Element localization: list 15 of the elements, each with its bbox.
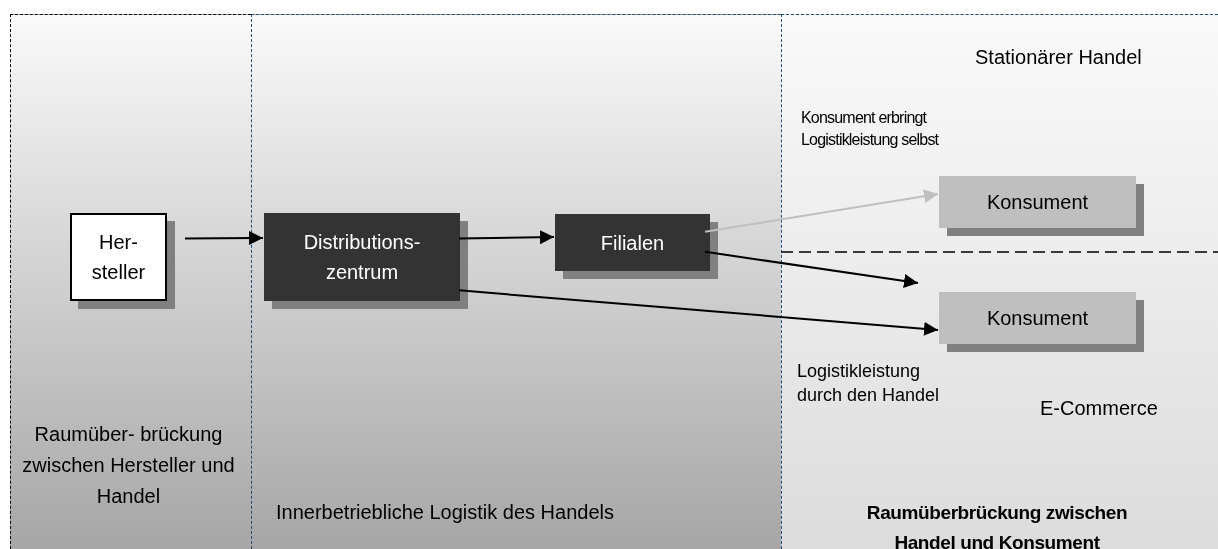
arrow — [458, 230, 555, 245]
annotation-text: Stationärer Handel — [975, 45, 1143, 70]
region-title: Raumüberbrückung zwischen Handel und Konsument — [865, 501, 1129, 549]
region-panel — [781, 14, 1218, 549]
arrow — [704, 250, 919, 288]
region-panel — [10, 14, 251, 549]
annotation-text: E-Commerce — [1040, 396, 1159, 421]
annotation-text: Konsument erbringt Logistikleistung selbst — [801, 108, 940, 150]
region-panel — [251, 14, 781, 549]
annotation-text: Logistikleistung durch den Handel — [797, 360, 941, 408]
region-title: Innerbetriebliche Logistik des Handels — [276, 500, 615, 525]
region-title: Raumüber- brückung zwischen Hersteller und Handel — [21, 422, 236, 509]
arrow — [458, 289, 939, 336]
arrow — [704, 189, 939, 233]
arrow — [184, 231, 264, 246]
